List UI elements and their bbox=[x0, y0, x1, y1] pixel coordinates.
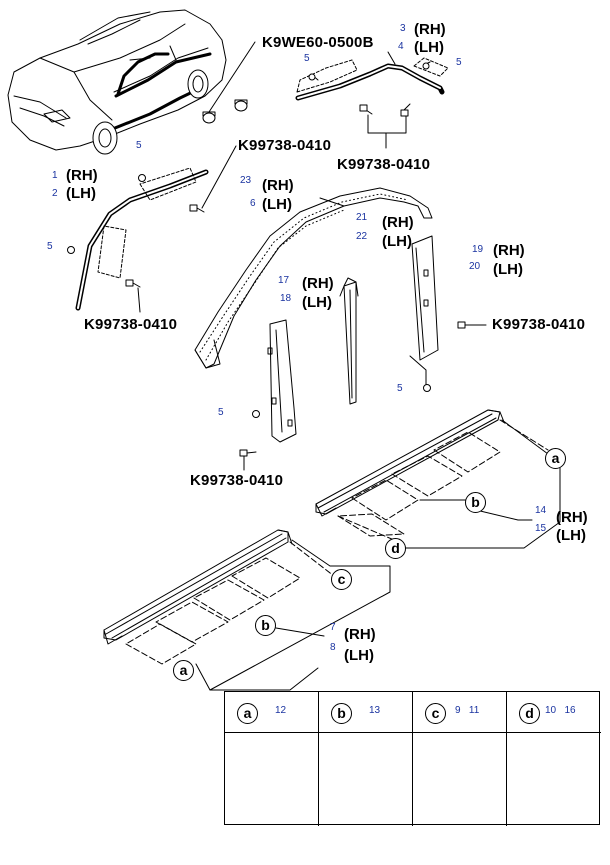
part-number-label: K99738-0410 bbox=[190, 472, 284, 489]
ref-number: 5 bbox=[47, 241, 53, 252]
leader-line bbox=[137, 287, 141, 313]
part-number-label: K99738-0410 bbox=[337, 156, 431, 173]
sill-molding-14-15 bbox=[315, 409, 505, 517]
leader-line bbox=[201, 145, 237, 209]
ref-number: 1 bbox=[52, 170, 58, 181]
ref-number: 21 bbox=[356, 212, 368, 223]
ref-number: 5 bbox=[304, 53, 310, 64]
leader-line bbox=[403, 463, 561, 549]
pillar-trim-19-20 bbox=[411, 235, 439, 361]
side-label-rh: (RH) bbox=[556, 509, 588, 526]
door-weatherstrip-23-6 bbox=[194, 187, 433, 369]
side-label-rh: (RH) bbox=[493, 242, 525, 259]
legend-header: d 10 16 bbox=[507, 692, 601, 733]
ref-number: 22 bbox=[356, 231, 368, 242]
ref-number: 19 bbox=[472, 244, 484, 255]
roof-molding-3-4 bbox=[295, 57, 449, 101]
ref-number: 6 bbox=[250, 198, 256, 209]
side-label-rh: (RH) bbox=[382, 214, 414, 231]
clip-legend-table: a 12 b 13 c 9 11 d 10 16 bbox=[224, 691, 601, 826]
legend-letter: a bbox=[237, 703, 258, 724]
side-label-lh: (LH) bbox=[302, 294, 332, 311]
ref-number: 8 bbox=[330, 642, 336, 653]
side-label-rh: (RH) bbox=[344, 626, 376, 643]
ref-number: 20 bbox=[469, 261, 481, 272]
side-label-lh: (LH) bbox=[66, 185, 96, 202]
side-label-rh: (RH) bbox=[414, 21, 446, 38]
car-illustration bbox=[7, 9, 227, 155]
ref-number: 5 bbox=[397, 383, 403, 394]
legend-cell-c: c 9 11 bbox=[413, 692, 507, 826]
ref-number: 3 bbox=[400, 23, 406, 34]
legend-ref-numbers: 12 bbox=[275, 705, 287, 716]
legend-header: c 9 11 bbox=[413, 692, 507, 733]
legend-letter: d bbox=[519, 703, 540, 724]
legend-clip-area bbox=[225, 733, 319, 826]
ref-number: 5 bbox=[456, 57, 462, 68]
side-label-rh: (RH) bbox=[262, 177, 294, 194]
side-label-rh: (RH) bbox=[302, 275, 334, 292]
screw-icon bbox=[239, 410, 260, 457]
legend-ref-numbers: 13 bbox=[369, 705, 381, 716]
side-label-rh: (RH) bbox=[66, 167, 98, 184]
side-label-lh: (LH) bbox=[262, 196, 292, 213]
callout-a: a bbox=[545, 448, 566, 469]
callout-a: a bbox=[173, 660, 194, 681]
leader-line bbox=[319, 197, 345, 207]
callout-c: c bbox=[331, 569, 352, 590]
part-number-label: K99738-0410 bbox=[492, 316, 586, 333]
leader-line bbox=[208, 41, 256, 113]
clip-icon bbox=[202, 99, 248, 124]
legend-cell-a: a 12 bbox=[225, 692, 319, 826]
center-pillar-strip-22 bbox=[339, 277, 359, 405]
leader-line bbox=[209, 539, 391, 691]
screw-icon bbox=[423, 321, 487, 392]
ref-number: 23 bbox=[240, 175, 252, 186]
leader-line bbox=[501, 419, 549, 455]
legend-header: a 12 bbox=[225, 692, 319, 733]
ref-number: 5 bbox=[136, 140, 142, 151]
callout-b: b bbox=[255, 615, 276, 636]
door-frame-molding-1-2 bbox=[75, 167, 209, 311]
part-number-label: K9WE60-0500B bbox=[262, 34, 374, 51]
leader-line bbox=[387, 51, 396, 65]
legend-letter: c bbox=[425, 703, 446, 724]
ref-number: 2 bbox=[52, 188, 58, 199]
leader-line bbox=[475, 509, 533, 521]
ref-number: 14 bbox=[535, 505, 547, 516]
ref-number: 5 bbox=[218, 407, 224, 418]
leader-line bbox=[409, 355, 427, 385]
legend-ref-numbers: 9 11 bbox=[455, 705, 480, 716]
legend-clip-area bbox=[413, 733, 507, 826]
legend-cell-b: b 13 bbox=[319, 692, 413, 826]
legend-header: b 13 bbox=[319, 692, 413, 733]
ref-number: 17 bbox=[278, 275, 290, 286]
part-number-label: K99738-0410 bbox=[84, 316, 178, 333]
clip-zone-a-c bbox=[125, 541, 335, 665]
leader-line bbox=[367, 114, 407, 134]
leader-line bbox=[275, 627, 325, 637]
screw-icon bbox=[67, 174, 205, 288]
ref-number: 7 bbox=[330, 622, 336, 633]
callout-b: b bbox=[465, 492, 486, 513]
legend-cell-d: d 10 16 bbox=[507, 692, 601, 826]
screw-icon bbox=[308, 61, 431, 117]
side-label-lh: (LH) bbox=[493, 261, 523, 278]
sill-molding-7-8 bbox=[103, 529, 293, 645]
legend-clip-area bbox=[319, 733, 413, 826]
legend-ref-numbers: 10 16 bbox=[545, 705, 576, 716]
ref-number: 18 bbox=[280, 293, 292, 304]
ref-number: 15 bbox=[535, 523, 547, 534]
part-number-label: K99738-0410 bbox=[238, 137, 332, 154]
callout-d: d bbox=[385, 538, 406, 559]
pillar-trim-17-18 bbox=[267, 319, 297, 443]
side-label-lh: (LH) bbox=[344, 647, 374, 664]
side-label-lh: (LH) bbox=[556, 527, 586, 544]
leader-line bbox=[195, 663, 319, 691]
side-label-lh: (LH) bbox=[414, 39, 444, 56]
ref-number: 4 bbox=[398, 41, 404, 52]
side-label-lh: (LH) bbox=[382, 233, 412, 250]
legend-clip-area bbox=[507, 733, 601, 826]
legend-letter: b bbox=[331, 703, 352, 724]
